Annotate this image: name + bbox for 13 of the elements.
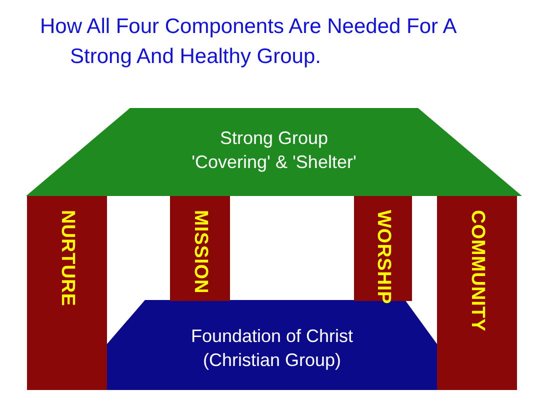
- pillar: [437, 196, 517, 390]
- roof-trapezoid: [26, 108, 522, 196]
- subheading: (Christian Group): [202, 349, 342, 372]
- pillar-label: MISSION: [189, 210, 211, 294]
- pillar: [170, 196, 230, 301]
- subheading: 'Covering' & 'Shelter': [192, 151, 356, 174]
- heading: Foundation of Christ: [190, 325, 354, 348]
- heading: Strong Group: [220, 127, 328, 150]
- title: How All Four Components Are Needed For A Strong And Healthy Group.: [40, 14, 458, 70]
- pillar: [27, 196, 107, 390]
- pillar-label: WORSHIP: [372, 210, 394, 304]
- pillar-label: NURTURE: [56, 210, 78, 306]
- pillar-label: COMMUNITY: [466, 210, 488, 332]
